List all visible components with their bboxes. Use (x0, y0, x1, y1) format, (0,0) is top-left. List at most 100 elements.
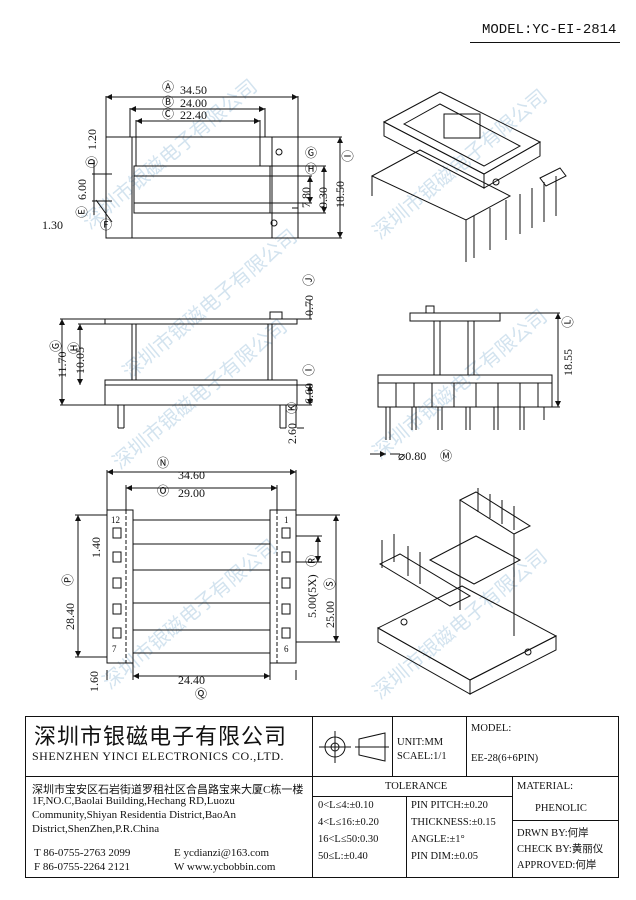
dim-letter-J: Ⓙ (302, 274, 316, 286)
tolerance-range-4: 50≤L:±0.40 (318, 851, 368, 862)
watermark-1: 深圳市银磁电子有限公司 (368, 84, 552, 244)
tolerance-range-1: 0<L≤4:±0.10 (318, 800, 374, 811)
address-line-1: 深圳市宝安区石岩街道罗租社区合昌路宝来大厦C栋一楼 (32, 784, 304, 796)
pin-label-12: 12 (111, 515, 120, 525)
dim-letter-L: Ⓛ (561, 316, 575, 328)
checked-by: CHECK BY:黄丽仪 (517, 844, 604, 855)
dim-letter-I2: Ⓘ (302, 364, 316, 376)
dim-letter-I: Ⓘ (341, 150, 355, 162)
company-cell: 深圳市银磁电子有限公司 SHENZHEN YINCI ELECTRONICS C… (26, 717, 313, 777)
company-name-cn: 深圳市银磁电子有限公司 (34, 725, 288, 750)
watermark-6: 深圳市银磁电子有限公司 (98, 534, 282, 694)
dim-value-I2: 6.60 (302, 383, 316, 404)
model-value: EE-28(6+6PIN) (471, 753, 539, 764)
tolerance-thickness: THICKNESS:±0.15 (411, 817, 496, 828)
dim-letter-K: Ⓚ (285, 402, 299, 414)
dim-value-R: 5.00(5X) (305, 574, 319, 618)
approved-by: APPROVED:何岸 (517, 860, 597, 871)
address-line-3: Community,Shiyan Residentia District,Bao… (32, 809, 236, 821)
dim-value-F: 1.30 (42, 218, 63, 232)
dim-value-O: 29.00 (178, 486, 205, 500)
dim-letter-E: Ⓔ (75, 206, 89, 218)
pin-label-6: 6 (284, 644, 289, 654)
dim-letter-P: Ⓟ (61, 574, 75, 586)
dim-value-G2: 11.70 (55, 351, 69, 378)
dim-letter-S: Ⓢ (323, 578, 337, 590)
model-heading: MODEL: (471, 723, 512, 734)
dim-value-L: 18.55 (561, 349, 575, 376)
dim-value-D: 1.20 (85, 129, 99, 150)
dim-letter-N: Ⓝ (157, 456, 169, 470)
top-view (92, 94, 343, 239)
website: W www.ycbobbin.com (174, 861, 276, 873)
email-address: E ycdianzi@163.com (174, 847, 270, 859)
company-name-en: SHENZHEN YINCI ELECTRONICS CO.,LTD. (32, 749, 284, 763)
end-view-labels: 18.55 Ⓛ ⌀0.80 Ⓜ (398, 316, 575, 463)
dim-letter-R: Ⓡ (305, 555, 319, 567)
dim-letter-Q: Ⓠ (195, 687, 207, 701)
dim-value-A: 34.50 (180, 83, 207, 97)
projection-symbol-icon (319, 731, 389, 763)
dim-value-M: ⌀0.80 (398, 449, 426, 463)
dim-value-G: 7.80 (299, 187, 313, 208)
watermark-4: 深圳市银磁电子有限公司 (108, 314, 292, 474)
dim-value-Q: 24.40 (178, 673, 205, 687)
dim-value-H: 9.30 (316, 187, 330, 208)
tolerance-left-cell: 0<L≤4:±0.10 4<L≤16:±0.20 16<L≤50:0.30 50… (313, 797, 407, 877)
address-cell: 深圳市宝安区石岩街道罗租社区合昌路宝来大厦C栋一楼 1F,NO.C,Baolai… (26, 777, 313, 877)
tolerance-heading-cell: TOLERANCE (313, 777, 513, 797)
dim-letter-H: Ⓗ (305, 162, 317, 176)
phone-number: T 86-0755-2763 2099 (34, 847, 131, 859)
side-view (59, 300, 313, 429)
top-view-labels: Ⓐ 34.50 Ⓑ 24.00 Ⓒ 22.40 Ⓓ 1.20 Ⓔ 6.00 Ⓕ … (42, 80, 355, 232)
end-view (370, 305, 561, 457)
address-line-2: 1F,NO.C,Baolai Building,Hechang RD,Luozu (32, 795, 235, 807)
dim-letter-F: Ⓕ (100, 218, 112, 232)
dim-letter-G: Ⓖ (305, 146, 317, 160)
dim-value-K: 2.60 (285, 423, 299, 444)
iso-view-bottom (376, 488, 558, 695)
material-cell: MATERIAL: PHENOLIC (513, 777, 618, 821)
address-line-4: District,ShenZhen,P.R.China (32, 823, 160, 835)
tolerance-pin-pitch: PIN PITCH:±0.20 (411, 800, 488, 811)
tolerance-pin-dim: PIN DIM:±0.05 (411, 851, 479, 862)
dim-value-H2: 10.05 (73, 347, 87, 374)
tolerance-right-cell: PIN PITCH:±0.20 THICKNESS:±0.15 ANGLE:±1… (407, 797, 513, 877)
dim-value-pitch-1-40: 1.40 (89, 537, 103, 558)
material-heading: MATERIAL: (517, 781, 573, 792)
drawn-by: DRWN BY:何岸 (517, 828, 589, 839)
dim-value-B: 24.00 (180, 96, 207, 110)
dim-value-C: 22.40 (180, 108, 207, 122)
side-view-labels: 0.70 Ⓙ 11.70 Ⓖ 10.05 Ⓗ 6.60 Ⓘ 2.60 Ⓚ (49, 274, 316, 444)
material-value: PHENOLIC (535, 803, 587, 814)
drawing-views: 深圳市银磁电子有限公司 深圳市银磁电子有限公司 深圳市银磁电子有限公司 深圳市银… (42, 74, 575, 704)
bottom-view-labels: Ⓝ 34.60 Ⓞ 29.00 28.40 Ⓟ 5.00(5X) Ⓡ 25.00… (61, 456, 337, 701)
tolerance-angle: ANGLE:±1° (411, 834, 465, 845)
bottom-view (75, 469, 340, 680)
iso-view-top (370, 91, 567, 262)
dim-value-J: 0.70 (302, 295, 316, 316)
dim-value-E: 6.00 (75, 179, 89, 200)
dim-value-I: 18.50 (333, 181, 347, 208)
model-header-underline (470, 42, 620, 43)
dim-value-N: 34.60 (178, 468, 205, 482)
title-block: 深圳市银磁电子有限公司 SHENZHEN YINCI ELECTRONICS C… (25, 716, 619, 878)
tolerance-heading: TOLERANCE (385, 781, 448, 792)
dim-value-1-60: 1.60 (87, 671, 101, 692)
signoff-cell: DRWN BY:何岸 CHECK BY:黄丽仪 APPROVED:何岸 (513, 821, 618, 877)
dim-value-P: 28.40 (63, 603, 77, 630)
dim-letter-M: Ⓜ (440, 449, 452, 463)
pin-label-7: 7 (112, 644, 117, 654)
pin-label-1: 1 (284, 515, 289, 525)
tolerance-range-3: 16<L≤50:0.30 (318, 834, 379, 845)
model-cell: MODEL: EE-28(6+6PIN) (467, 717, 618, 777)
dim-value-S: 25.00 (323, 601, 337, 628)
model-header: MODEL:YC-EI-2814 (482, 22, 617, 38)
projection-symbol-cell (313, 717, 393, 777)
dim-letter-A: Ⓐ (162, 80, 174, 94)
dim-letter-G2: Ⓖ (49, 340, 63, 352)
watermark-3: 深圳市银磁电子有限公司 (368, 304, 552, 464)
fax-number: F 86-0755-2264 2121 (34, 861, 130, 873)
watermark-7: 深圳市银磁电子有限公司 (118, 224, 302, 384)
